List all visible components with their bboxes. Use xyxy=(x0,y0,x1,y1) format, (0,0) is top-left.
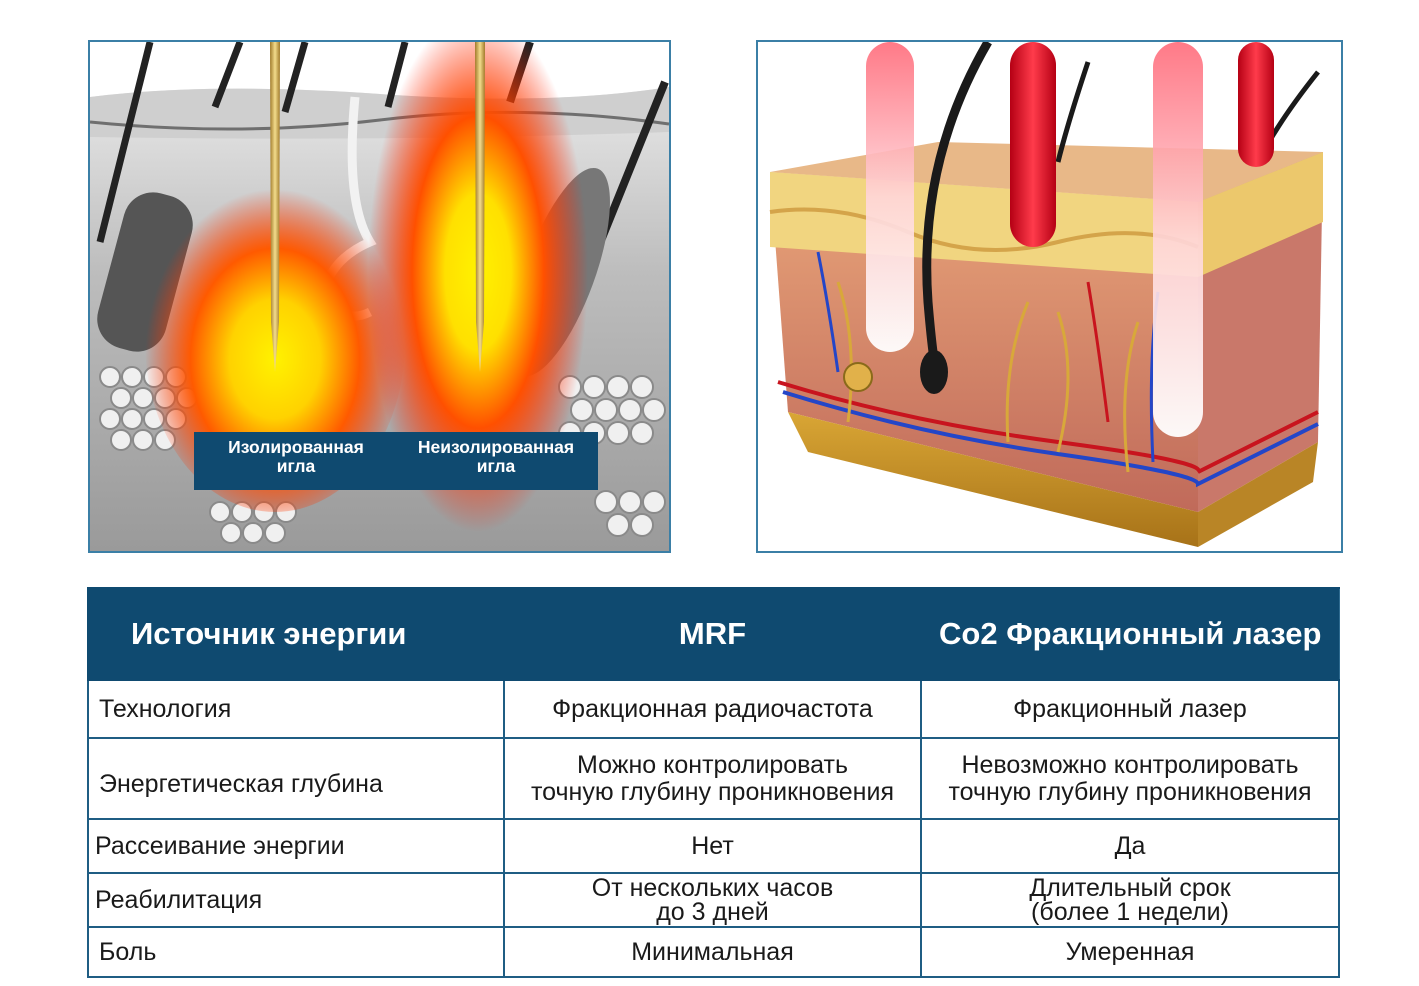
insulated-needle xyxy=(270,42,280,372)
header-mrf: MRF xyxy=(503,587,922,681)
uninsulated-needle-label: Неизолированная игла xyxy=(417,437,575,476)
laser-beam-1 xyxy=(866,42,914,352)
header-co2-laser: Co2 Фракционный лазер xyxy=(920,587,1340,681)
uninsulated-needle xyxy=(475,42,485,372)
co2-cell: Да xyxy=(920,818,1340,874)
mrf-cell: Можно контролировать точную глубину прон… xyxy=(503,737,922,820)
header-energy-source: Источник энергии xyxy=(87,587,505,681)
row-label: Реабилитация xyxy=(87,872,505,928)
co2-cell: Длительный срок (более 1 недели) xyxy=(920,872,1340,928)
mrf-cell: Фракционная радиочастота xyxy=(503,679,922,739)
laser-beam-4 xyxy=(1238,42,1274,167)
table-row: Реабилитация От нескольких часов до 3 дн… xyxy=(87,872,1340,928)
co2-cell: Фракционный лазер xyxy=(920,679,1340,739)
row-label: Рассеивание энергии xyxy=(87,818,505,874)
table-row: Рассеивание энергии Нет Да xyxy=(87,818,1340,874)
table-row: Боль Минимальная Умеренная xyxy=(87,926,1340,978)
skin-block-3d xyxy=(758,42,1341,551)
mrf-cell: От нескольких часов до 3 дней xyxy=(503,872,922,928)
laser-beam-3 xyxy=(1153,42,1203,437)
table-row: Энергетическая глубина Можно контролиров… xyxy=(87,737,1340,820)
comparison-table: Источник энергии MRF Co2 Фракционный лаз… xyxy=(87,587,1340,978)
mrf-cell: Минимальная xyxy=(503,926,922,978)
row-label: Технология xyxy=(87,679,505,739)
microneedle-illustration: Изолированная игла Неизолированная игла xyxy=(88,40,671,553)
needle-label-box: Изолированная игла Неизолированная игла xyxy=(194,432,598,490)
row-label: Энергетическая глубина xyxy=(87,737,505,820)
co2-cell: Умеренная xyxy=(920,926,1340,978)
insulated-needle-label: Изолированная игла xyxy=(228,437,364,476)
co2-laser-illustration xyxy=(756,40,1343,553)
table-header-row: Источник энергии MRF Co2 Фракционный лаз… xyxy=(87,587,1340,681)
mrf-cell: Нет xyxy=(503,818,922,874)
laser-beam-2 xyxy=(1010,42,1056,247)
co2-cell: Невозможно контролировать точную глубину… xyxy=(920,737,1340,820)
row-label: Боль xyxy=(87,926,505,978)
table-row: Технология Фракционная радиочастота Фрак… xyxy=(87,679,1340,739)
